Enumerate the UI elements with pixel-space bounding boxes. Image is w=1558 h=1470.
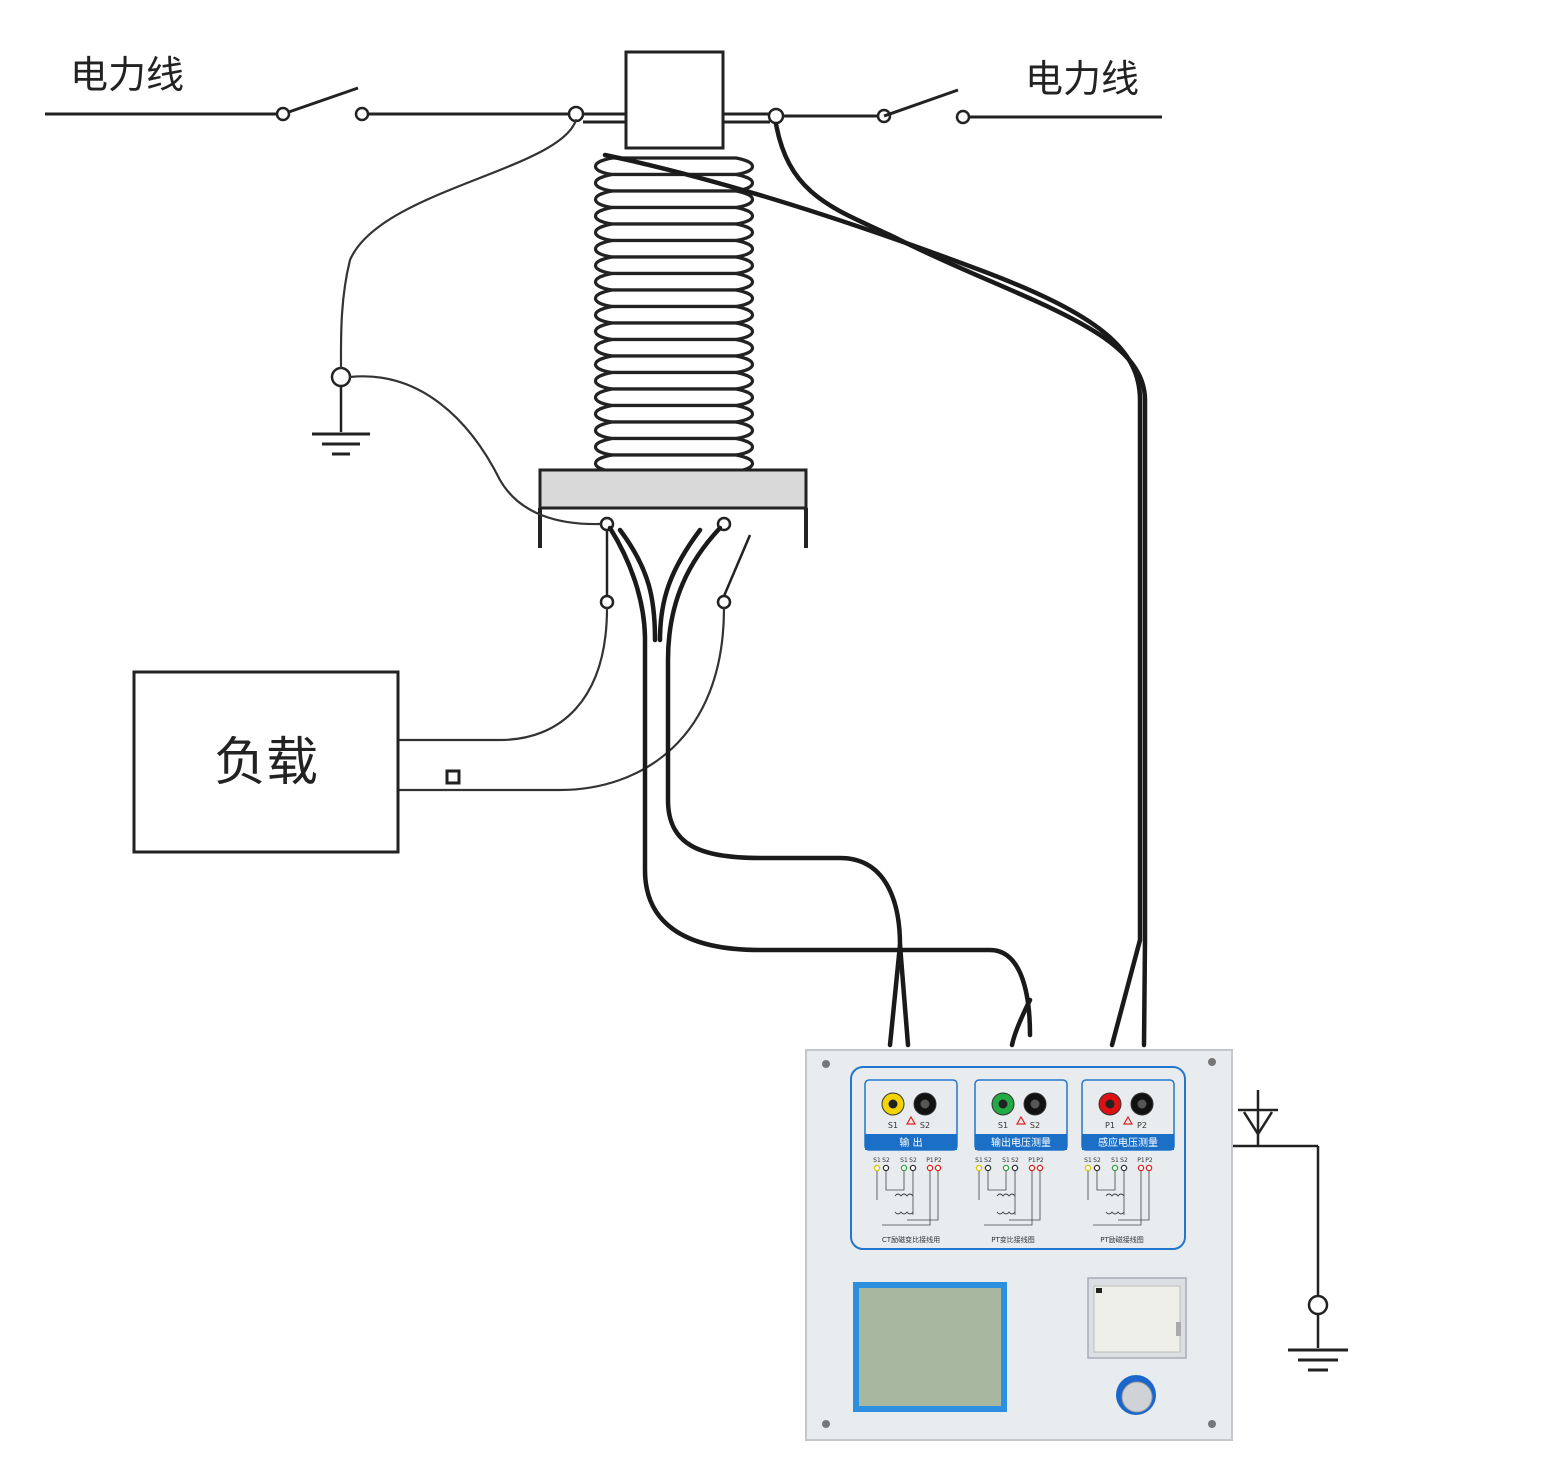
terminal-label: P2: [1137, 1121, 1147, 1130]
mini-terminal: [1120, 1164, 1128, 1172]
insulator-shed: [593, 255, 755, 276]
wiring-caption: CT励磁变比接线用: [882, 1235, 940, 1244]
mini-terminal-label: S1: [1002, 1157, 1010, 1164]
insulator-shed: [593, 189, 755, 210]
load-label: 负载: [214, 733, 318, 793]
mini-coil: [1105, 1193, 1125, 1215]
mini-terminal: [1111, 1164, 1119, 1172]
group-title: 感应电压测量: [1098, 1136, 1158, 1149]
mini-terminal: [934, 1164, 942, 1172]
group-header: [865, 1134, 957, 1150]
current-transformer: [538, 50, 808, 610]
mini-terminal: [1002, 1164, 1010, 1172]
mini-terminal-label: S2: [1120, 1157, 1128, 1164]
terminal-hole: [1105, 1099, 1115, 1109]
insulator-shed: [593, 271, 755, 292]
lcd-screen: [859, 1288, 1001, 1406]
mini-terminal-label: P2: [934, 1157, 942, 1164]
mini-terminal-label: P1: [1137, 1157, 1145, 1164]
group-title: 输 出: [899, 1136, 922, 1149]
mini-terminal: [1137, 1164, 1145, 1172]
warning-icon: [1015, 1115, 1027, 1125]
mini-terminal-label: P1: [1028, 1157, 1036, 1164]
mini-terminal-label: S1: [1111, 1157, 1119, 1164]
mini-terminal-label: S2: [1011, 1157, 1019, 1164]
mini-terminal: [900, 1164, 908, 1172]
terminal-hole: [1030, 1099, 1040, 1109]
mini-terminal-label: P2: [1036, 1157, 1044, 1164]
group-header: [1082, 1134, 1174, 1150]
insulator-shed: [593, 205, 755, 226]
terminal-label: S1: [998, 1121, 1008, 1130]
mini-terminal-label: S2: [1093, 1157, 1101, 1164]
mini-terminal: [1145, 1164, 1153, 1172]
mini-terminal-label: P2: [1145, 1157, 1153, 1164]
power-line: [45, 86, 1162, 125]
mini-terminal: [926, 1164, 934, 1172]
mini-wiring: [1087, 1171, 1150, 1226]
ground-symbol-left: [312, 366, 370, 456]
terminal-hole: [920, 1099, 930, 1109]
mini-wiring: [876, 1171, 939, 1226]
mini-terminal-label: P1: [926, 1157, 934, 1164]
power-line-right-label: 电力线: [1025, 57, 1139, 101]
load-box: 负载: [132, 670, 461, 854]
mini-terminal: [873, 1164, 881, 1172]
mini-terminal-label: S1: [900, 1157, 908, 1164]
ground-symbol-right: [1232, 1090, 1348, 1372]
terminal-label: S2: [920, 1121, 930, 1130]
mini-terminal: [975, 1164, 983, 1172]
insulator-shed: [593, 337, 755, 358]
terminal-label: S1: [888, 1121, 898, 1130]
mini-terminal-label: S1: [873, 1157, 881, 1164]
mini-terminal: [1093, 1164, 1101, 1172]
insulator-shed: [593, 370, 755, 391]
insulator-shed: [593, 238, 755, 259]
mini-terminal: [1028, 1164, 1036, 1172]
mini-terminal-label: S2: [882, 1157, 890, 1164]
terminal-hole: [1137, 1099, 1147, 1109]
insulator-shed: [593, 436, 755, 457]
insulator-shed: [593, 387, 755, 408]
insulator-shed: [593, 321, 755, 342]
insulator-shed: [593, 420, 755, 441]
mini-terminal: [1011, 1164, 1019, 1172]
terminal-label: S2: [1030, 1121, 1040, 1130]
group-title: 输出电压测量: [991, 1136, 1051, 1149]
insulator-shed: [593, 304, 755, 325]
terminal-hole: [998, 1099, 1008, 1109]
mini-terminal-label: S2: [984, 1157, 992, 1164]
mini-terminal: [882, 1164, 890, 1172]
mini-coil: [894, 1193, 914, 1215]
mini-terminal: [1084, 1164, 1092, 1172]
insulator-shed: [593, 172, 755, 193]
mini-terminal: [984, 1164, 992, 1172]
terminal-label: P1: [1105, 1121, 1115, 1130]
mini-coil: [996, 1193, 1016, 1215]
warning-icon: [905, 1115, 917, 1125]
mini-terminal-label: S2: [909, 1157, 917, 1164]
mini-terminal: [909, 1164, 917, 1172]
insulator-shed: [593, 222, 755, 243]
mini-terminal-label: S1: [975, 1157, 983, 1164]
insulator-shed: [593, 403, 755, 424]
mini-terminal-label: S1: [1084, 1157, 1092, 1164]
mini-wiring: [978, 1171, 1041, 1226]
wiring-caption: PT励磁接线图: [1100, 1235, 1144, 1244]
test-leads: [602, 121, 1148, 1048]
terminal-hole: [888, 1099, 898, 1109]
warning-icon: [1122, 1115, 1134, 1125]
power-line-left-label: 电力线: [70, 53, 184, 97]
group-header: [975, 1134, 1067, 1150]
insulator-shed: [593, 354, 755, 375]
insulator-shed: [593, 288, 755, 309]
wiring-caption: PT变比接线图: [991, 1235, 1035, 1244]
mini-terminal: [1036, 1164, 1044, 1172]
